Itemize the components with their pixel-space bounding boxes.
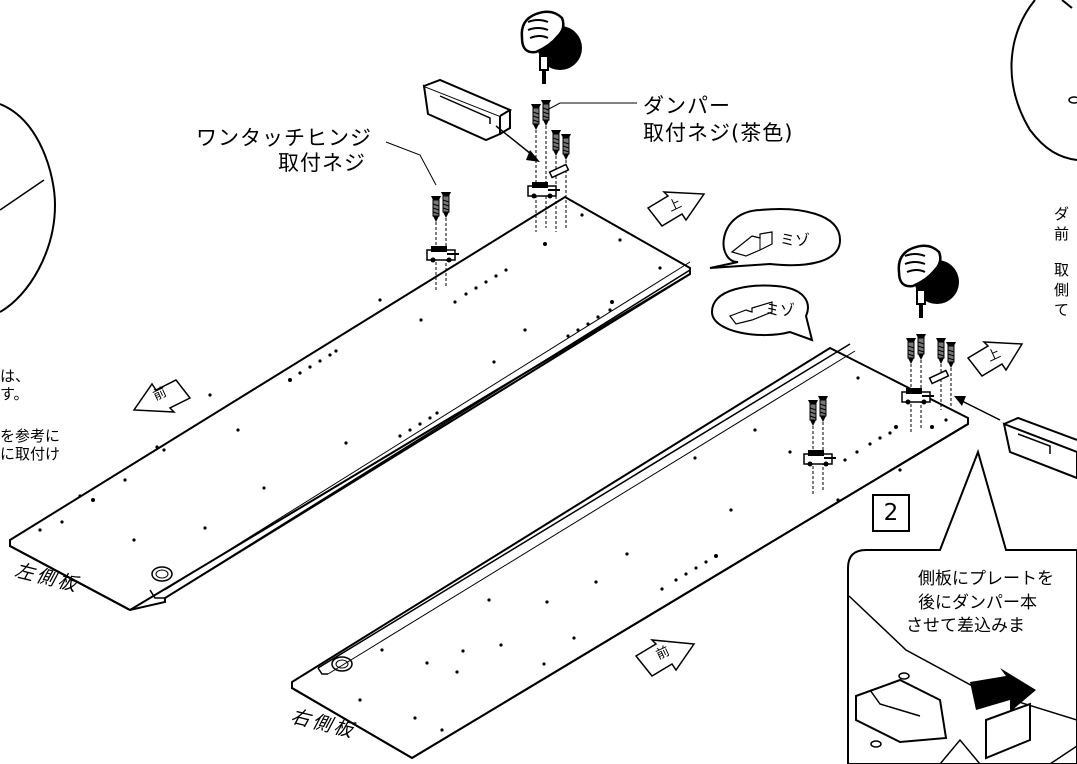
right-hinge-screws: [803, 395, 837, 494]
step-instruction-line-2: 後にダンパー本: [918, 593, 1037, 613]
groove-label-lower: ミゾ: [765, 301, 796, 319]
left-damper-unit: [422, 78, 540, 162]
left-note-line-3: を参考に: [0, 427, 61, 445]
right-note-line-3: 取: [1054, 261, 1070, 279]
hand-screwdriver-icon: [520, 10, 584, 86]
right-note-line-2: 前: [1054, 225, 1070, 243]
right-damper-unit: [954, 396, 1077, 480]
step-2-callout: [847, 448, 1077, 764]
right-note-line-4: 側: [1054, 281, 1070, 299]
right-detail-circle: [1010, 0, 1077, 161]
hinge-screw-label: ワンタッチヒンジ: [196, 126, 372, 150]
right-damper-screws: [901, 333, 957, 432]
step-instruction-line-3: させて差込みま: [906, 616, 1025, 636]
groove-label-upper: ミゾ: [780, 231, 811, 249]
left-damper-screws: [527, 99, 572, 232]
step-instruction-line-1: 側板にプレートを: [918, 569, 1054, 589]
left-hinge-screws: [426, 191, 460, 290]
groove-bubble-upper: [709, 208, 842, 269]
hinge-screw-label-2: 取付ネジ: [278, 151, 366, 175]
left-side-panel: [9, 195, 691, 612]
front-arrow-icon: [634, 639, 696, 677]
up-arrow-icon: [966, 341, 1024, 377]
right-note-line-1: ダ: [1054, 205, 1070, 223]
damper-screw-label: ダンパー: [643, 94, 731, 118]
right-note-line-5: て: [1054, 301, 1070, 319]
groove-bubble-lower: [710, 284, 814, 342]
right-side-panel: [291, 343, 969, 760]
up-arrow-icon: [646, 191, 706, 227]
left-note-line-4: に取付け: [0, 445, 61, 463]
front-arrow-icon: [132, 379, 192, 413]
step-number-box: 2: [872, 494, 910, 532]
damper-screw-label-2: 取付ネジ(茶色): [643, 121, 794, 145]
hand-screwdriver-icon: [897, 244, 961, 320]
left-note-line-1: は、: [0, 367, 31, 385]
left-note-line-2: す。: [0, 385, 29, 403]
